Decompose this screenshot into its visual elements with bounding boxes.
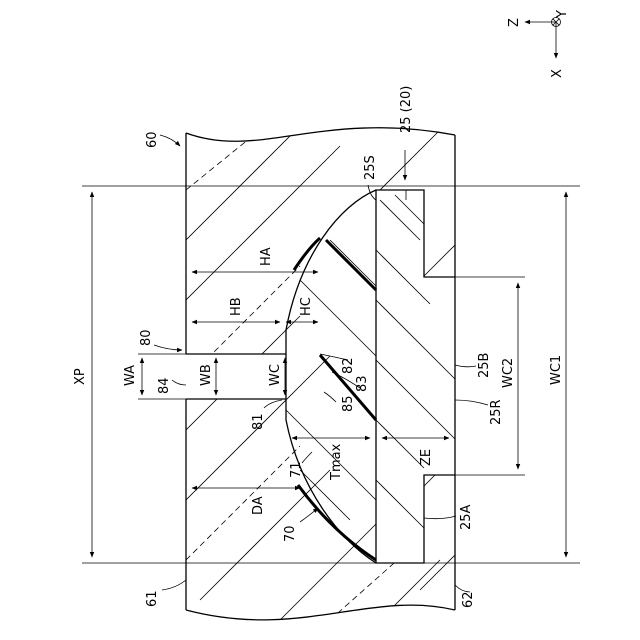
label-25A: 25A bbox=[459, 504, 474, 530]
label-61: 61 bbox=[145, 590, 160, 607]
dim-wc1-label: WC1 bbox=[549, 355, 564, 385]
z-axis-label: Z bbox=[507, 18, 522, 27]
label-83: 83 bbox=[355, 375, 370, 392]
label-62: 62 bbox=[461, 591, 476, 608]
dim-ze-label: ZE bbox=[419, 449, 434, 466]
label-85: 85 bbox=[341, 395, 356, 412]
label-80: 80 bbox=[139, 329, 154, 346]
bottom-break-line bbox=[186, 605, 455, 620]
top-break-line bbox=[186, 128, 455, 141]
dim-xp-label: XP bbox=[73, 368, 88, 385]
dim-hc-label: HC bbox=[299, 297, 314, 316]
dim-wc2-label: WC2 bbox=[501, 358, 516, 388]
x-axis-label: X bbox=[550, 69, 565, 78]
label-60: 60 bbox=[145, 131, 160, 148]
dim-da-label: DA bbox=[251, 496, 266, 515]
dim-wb-label: WB bbox=[199, 364, 214, 386]
label-25-20: 25 (20) bbox=[399, 86, 414, 133]
coordinate-axes: Z Y X bbox=[507, 10, 570, 78]
label-71: 71 bbox=[289, 461, 304, 478]
dim-tmax-label: Tmax bbox=[329, 443, 344, 481]
thick-layer-lower bbox=[298, 485, 376, 560]
label-25S: 25S bbox=[363, 155, 378, 180]
dim-wc-label: WC bbox=[268, 364, 283, 386]
dim-hb-label: HB bbox=[229, 297, 244, 316]
label-25B: 25B bbox=[477, 353, 492, 378]
label-81: 81 bbox=[251, 413, 266, 430]
label-70: 70 bbox=[283, 525, 298, 542]
label-25R: 25R bbox=[489, 399, 504, 425]
dim-ha-label: HA bbox=[259, 247, 274, 266]
thick-layer-upper bbox=[326, 240, 376, 290]
label-82: 82 bbox=[341, 357, 356, 374]
dim-wa-label: WA bbox=[123, 365, 138, 386]
y-axis-label: Y bbox=[555, 10, 570, 19]
label-84: 84 bbox=[157, 377, 172, 394]
